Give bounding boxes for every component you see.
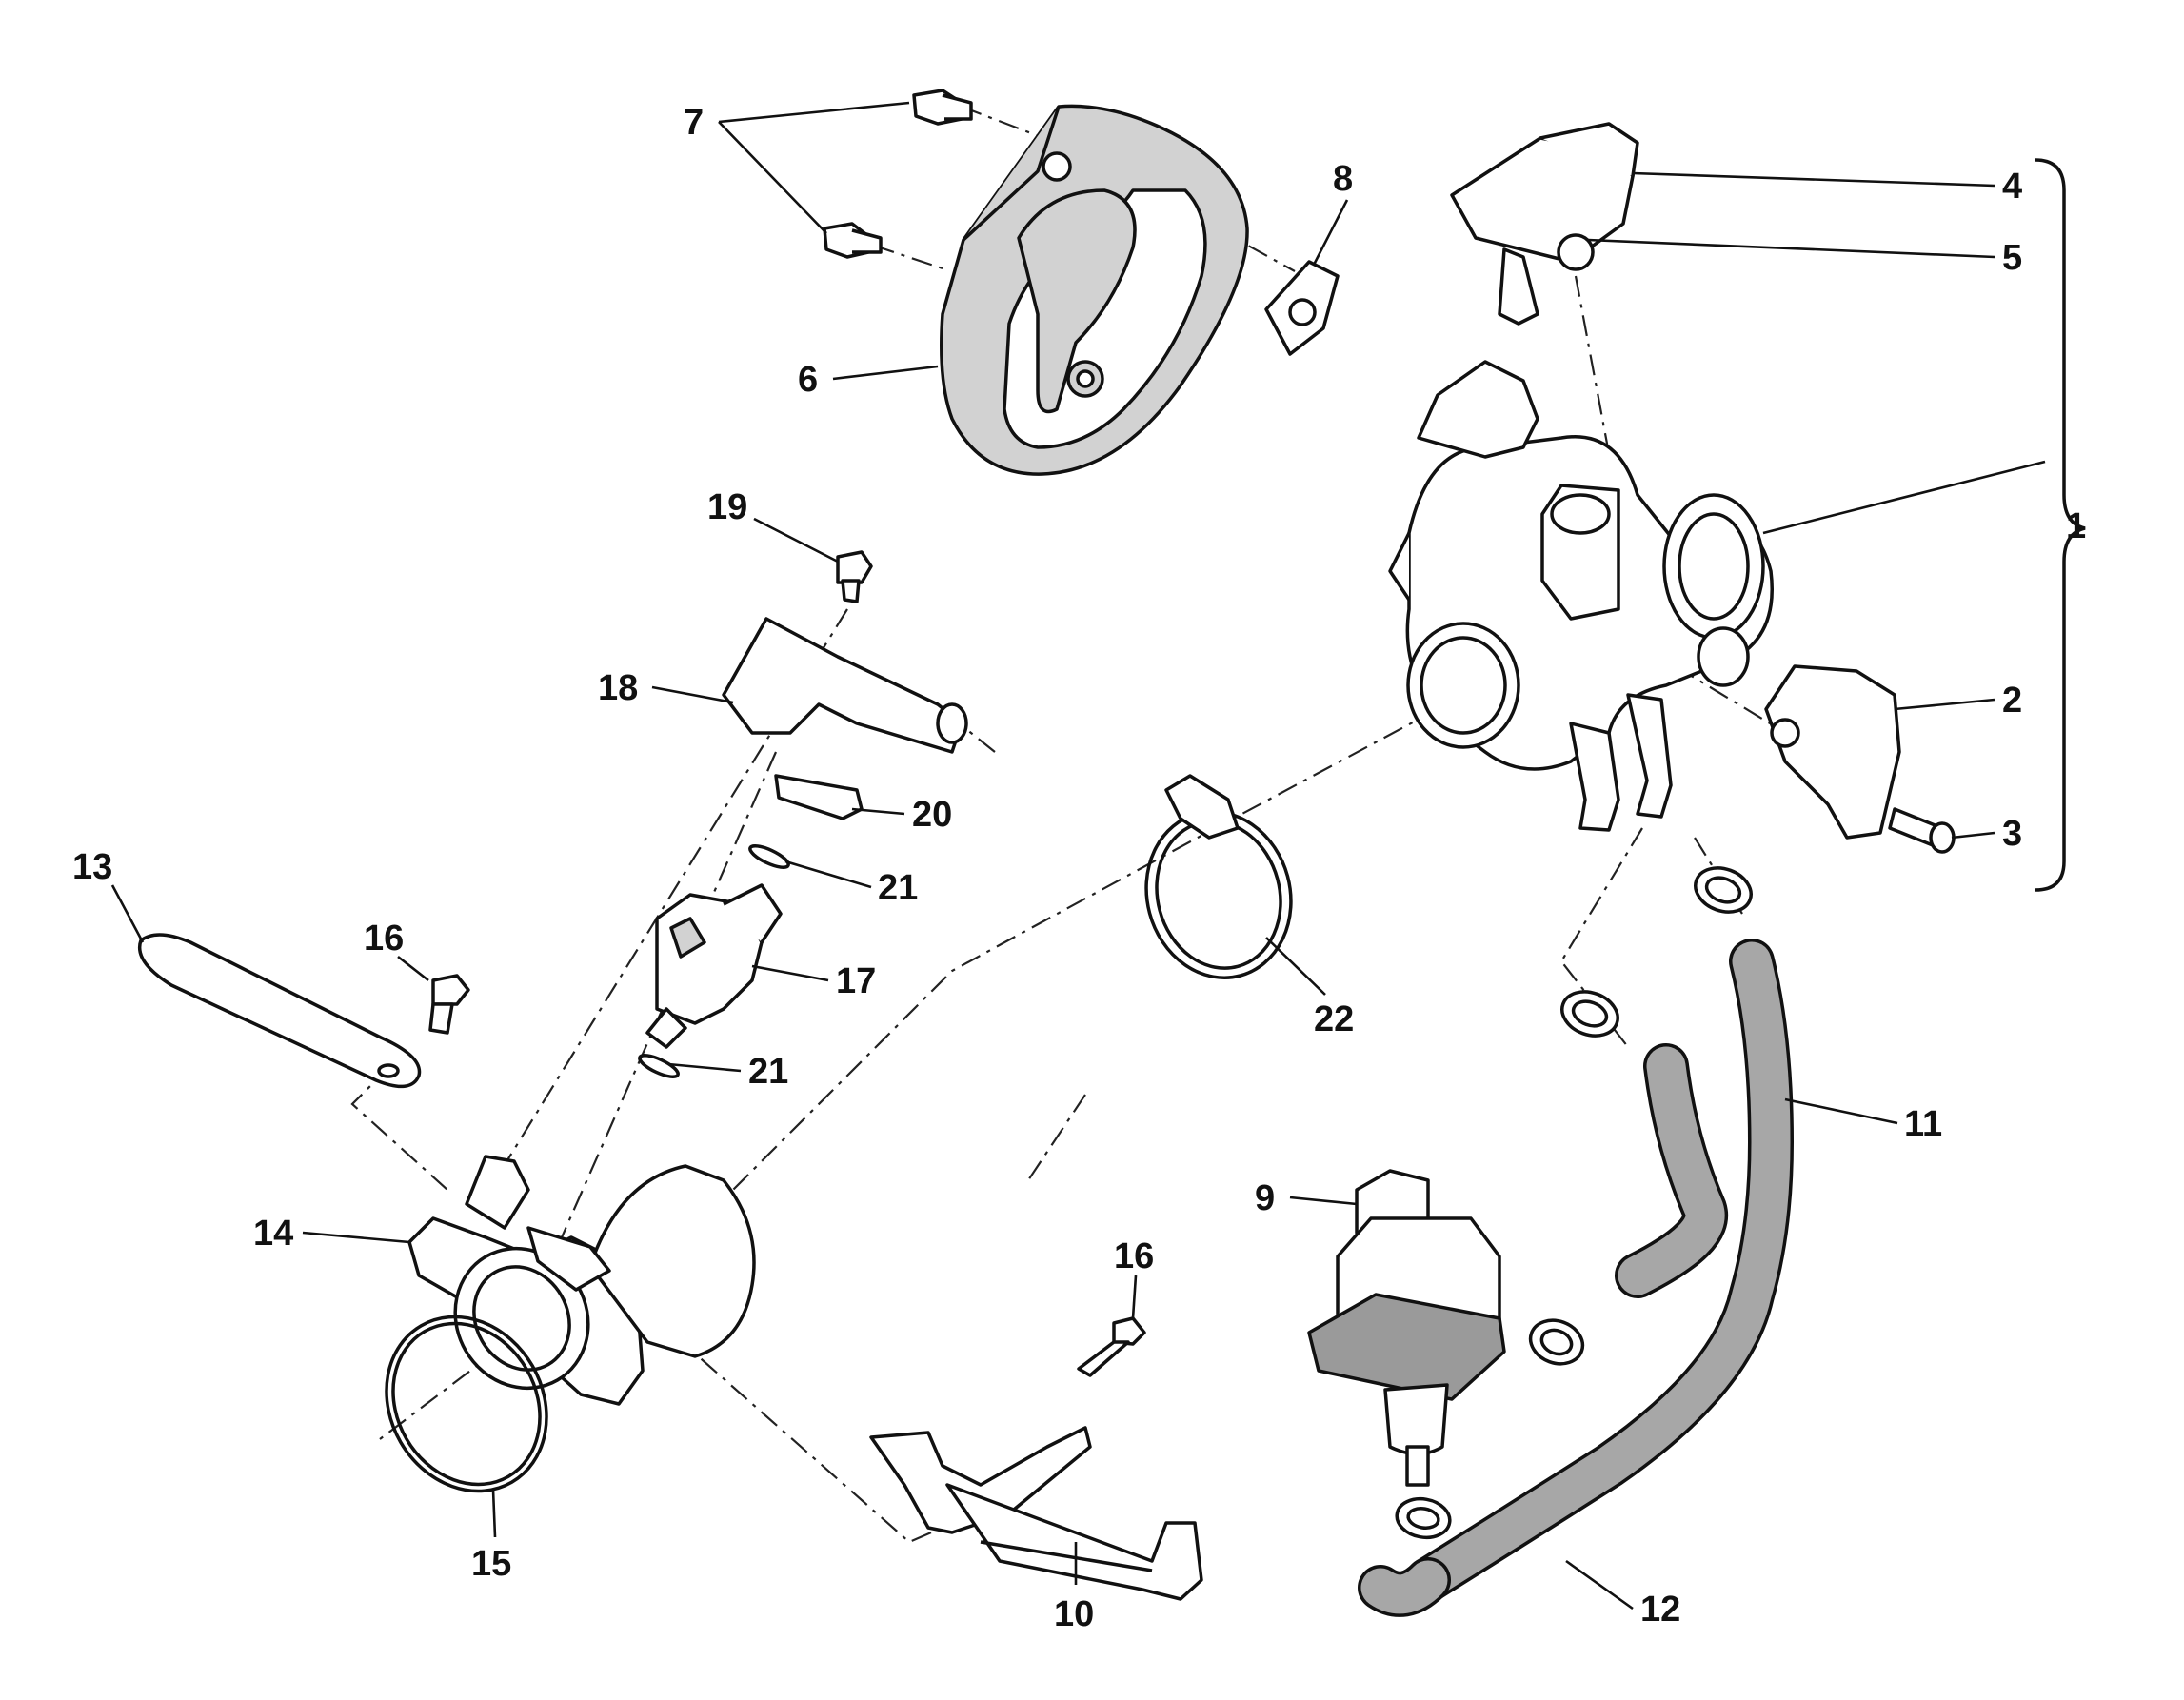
hose-long xyxy=(1405,939,1794,1603)
gasket-strap xyxy=(138,933,422,1089)
clip-nut xyxy=(1264,260,1340,356)
bolt-lower xyxy=(1077,1316,1146,1377)
injector-retainer-screw xyxy=(836,550,873,603)
label-2: 2 xyxy=(2002,681,2022,721)
map-sensor xyxy=(1450,122,1639,326)
label-22: 22 xyxy=(1314,999,1354,1039)
label-18: 18 xyxy=(598,668,638,708)
label-16-upper: 16 xyxy=(364,919,404,959)
throttle-position-sensor xyxy=(1764,664,1901,840)
label-7: 7 xyxy=(684,103,704,143)
label-13: 13 xyxy=(72,847,112,887)
label-21-upper: 21 xyxy=(878,868,918,908)
o-ring-lower xyxy=(638,1053,680,1079)
label-8: 8 xyxy=(1333,159,1353,199)
label-5: 5 xyxy=(2002,238,2022,278)
label-4: 4 xyxy=(2002,167,2022,207)
label-21-lower: 21 xyxy=(748,1052,788,1092)
leader-lines xyxy=(110,101,2046,1611)
manifold-o-ring xyxy=(385,1315,548,1493)
label-9: 9 xyxy=(1255,1178,1275,1218)
label-12: 12 xyxy=(1640,1590,1680,1630)
assembly-brace xyxy=(2035,158,2086,892)
tps-screw xyxy=(1888,807,1956,854)
label-15: 15 xyxy=(471,1544,511,1584)
throttle-cover xyxy=(940,104,1249,476)
cover-screw-top xyxy=(912,89,973,126)
label-16-lower: 16 xyxy=(1114,1236,1154,1276)
label-19: 19 xyxy=(707,487,747,527)
clamp-small-mid xyxy=(1560,990,1619,1038)
label-11: 11 xyxy=(1904,1104,1942,1144)
cover-screw-bottom xyxy=(823,222,883,259)
mounting-bracket xyxy=(869,1426,1203,1601)
label-6: 6 xyxy=(798,360,818,400)
fuel-injector xyxy=(645,883,783,1049)
hose-short xyxy=(1358,1043,1729,1617)
injector-clip xyxy=(774,774,864,820)
clamp-small-top xyxy=(1694,866,1753,914)
bolt-upper-left xyxy=(428,974,470,1035)
throttle-body xyxy=(1388,360,1774,832)
clamp-small-bottom xyxy=(1395,1496,1452,1540)
air-bypass-valve xyxy=(1307,1169,1506,1487)
clamp-small-valve xyxy=(1528,1318,1585,1366)
intake-manifold xyxy=(407,1155,756,1406)
label-1: 1 xyxy=(2066,506,2086,546)
injector-rail xyxy=(722,617,968,754)
callout-labels: 1 2 3 4 5 6 7 8 9 10 11 12 13 14 15 16 1… xyxy=(72,103,2086,1634)
o-ring-upper xyxy=(748,843,790,870)
label-14: 14 xyxy=(253,1214,293,1254)
label-3: 3 xyxy=(2002,814,2022,854)
label-20: 20 xyxy=(912,795,952,835)
hose-clamp-large xyxy=(1144,774,1293,979)
label-10: 10 xyxy=(1054,1594,1094,1634)
label-17: 17 xyxy=(836,961,876,1001)
